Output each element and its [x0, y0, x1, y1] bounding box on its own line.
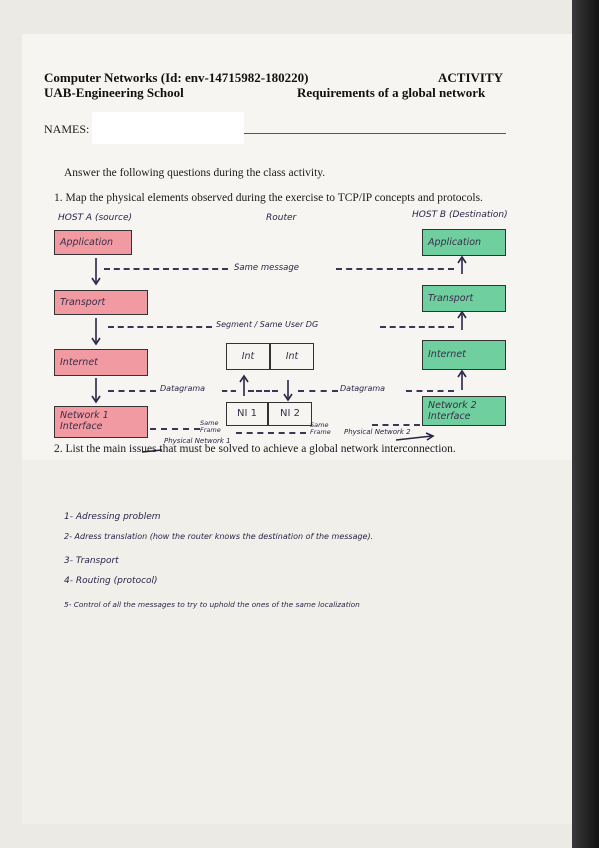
- answer-5: 5- Control of all the messages to try to…: [64, 600, 360, 609]
- dash-datagram-d: [298, 390, 338, 392]
- paper-lower-sheet: [22, 460, 574, 824]
- answer-1: 1- Adressing problem: [64, 512, 161, 522]
- page-edge-shadow: [572, 0, 599, 848]
- label-same-message: Same message: [234, 263, 300, 273]
- dash-frame-right: [372, 424, 420, 426]
- router-int-1: Int: [226, 343, 270, 370]
- host-b-internet: Internet: [422, 340, 506, 370]
- router-ni-1: NI 1: [226, 402, 268, 426]
- host-a-heading: HOST A (source): [58, 213, 133, 223]
- router-ni-2: NI 2: [268, 402, 312, 426]
- dash-segment-right: [380, 326, 454, 328]
- label-segment: Segment / Same User DG: [216, 320, 319, 329]
- label-datagrama-left: Datagrama: [160, 384, 206, 393]
- label-physical-network-1: Physical Network 1: [164, 437, 231, 445]
- dash-message-right: [336, 268, 454, 270]
- redacted-names: [92, 112, 244, 144]
- answer-4: 4- Routing (protocol): [64, 576, 158, 586]
- dash-frame-left: [150, 428, 200, 430]
- host-a-network-interface: Network 1 Interface: [54, 406, 148, 438]
- question-1: 1. Map the physical elements observed du…: [54, 192, 483, 204]
- dash-segment-left: [108, 326, 212, 328]
- host-b-application: Application: [422, 229, 506, 256]
- host-a-application: Application: [54, 230, 132, 255]
- activity-topic: Requirements of a global network: [297, 85, 486, 100]
- host-b-heading: HOST B (Destination): [412, 210, 508, 220]
- school-name: UAB-Engineering School: [44, 85, 184, 100]
- label-same-frame-right: Same Frame: [310, 421, 331, 436]
- activity-label: ACTIVITY: [438, 70, 504, 85]
- host-a-internet: Internet: [54, 349, 148, 376]
- dash-datagram-c: [248, 390, 278, 392]
- router-heading: Router: [266, 213, 297, 223]
- question-2: 2. List the main issues that must be sol…: [54, 443, 456, 455]
- answer-3: 3- Transport: [64, 556, 119, 566]
- dash-datagram-b: [222, 390, 236, 392]
- label-datagrama-right: Datagrama: [340, 384, 386, 393]
- dash-datagram-a: [108, 390, 156, 392]
- label-physical-network-2: Physical Network 2: [344, 428, 411, 436]
- host-b-transport: Transport: [422, 285, 506, 312]
- dash-frame-mid: [236, 432, 306, 434]
- course-title: Computer Networks (Id: env-14715982-1802…: [44, 70, 309, 85]
- dash-datagram-e: [406, 390, 454, 392]
- host-a-transport: Transport: [54, 290, 148, 315]
- instructions: Answer the following questions during th…: [64, 167, 326, 179]
- dash-message-left: [104, 268, 228, 270]
- names-underline: [244, 133, 506, 134]
- names-label: NAMES:: [44, 122, 90, 136]
- answer-2: 2- Adress translation (how the router kn…: [64, 532, 374, 541]
- label-same-frame-left: Same Frame: [200, 419, 221, 434]
- router-int-2: Int: [270, 343, 314, 370]
- host-b-network-interface: Network 2 Interface: [422, 396, 506, 426]
